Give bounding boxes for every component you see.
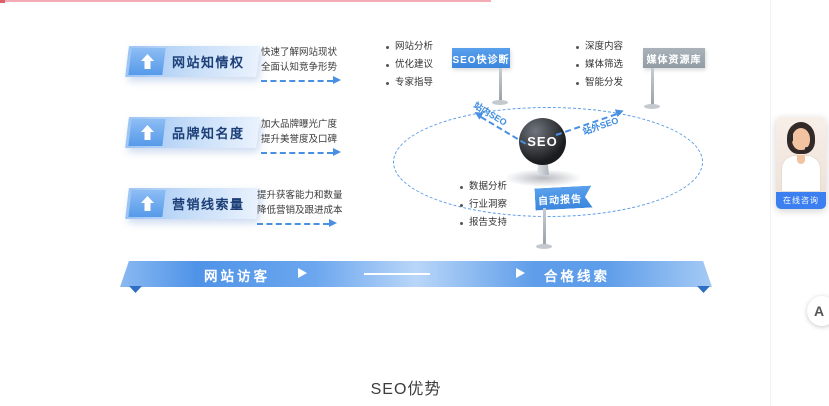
page-edge-divider bbox=[770, 0, 771, 406]
bullet-item: 行业洞察 bbox=[460, 196, 507, 214]
bullet-dot-icon bbox=[576, 45, 579, 49]
benefit-desc-line: 降低营销及跟进成本 bbox=[257, 205, 343, 216]
bullet-item: 媒体筛选 bbox=[576, 56, 623, 74]
bullet-item: 智能分发 bbox=[576, 74, 623, 92]
headset-icon bbox=[789, 133, 793, 142]
benefit-banner-brand-awareness: 品牌知名度 bbox=[125, 117, 260, 148]
bullet-item: 优化建议 bbox=[386, 56, 433, 74]
funnel-end-label: 合格线索 bbox=[544, 269, 610, 284]
benefit-desc-line: 快速了解网站现状 bbox=[261, 47, 338, 58]
report-bullet-list: 数据分析 行业洞察 报告支持 bbox=[460, 178, 507, 232]
bullet-dot-icon bbox=[386, 63, 389, 67]
flag-pole bbox=[651, 68, 654, 106]
bullet-dot-icon bbox=[460, 185, 463, 189]
diagnosis-bullet-list: 网站分析 优化建议 专家指导 bbox=[386, 38, 433, 92]
bullet-dot-icon bbox=[460, 221, 463, 225]
bullet-text: 智能分发 bbox=[585, 77, 624, 88]
agent-photo bbox=[776, 117, 826, 192]
up-arrow-icon bbox=[128, 48, 166, 75]
online-consult-button[interactable]: 在线咨询 bbox=[776, 192, 826, 209]
agent-collar bbox=[797, 155, 805, 164]
consult-widget: 在线咨询 bbox=[776, 117, 826, 209]
benefit-desc-line: 加大品牌曝光广度 bbox=[261, 119, 338, 130]
bullet-text: 网站分析 bbox=[395, 41, 434, 52]
bullet-item: 数据分析 bbox=[460, 178, 507, 196]
bullet-dot-icon bbox=[576, 63, 579, 67]
top-progress-bar bbox=[0, 0, 491, 2]
benefit-dashed-arrow-icon bbox=[257, 219, 337, 227]
bullet-item: 报告支持 bbox=[460, 214, 507, 232]
bullet-text: 优化建议 bbox=[395, 59, 434, 70]
bullet-dot-icon bbox=[460, 203, 463, 207]
float-assistant-label: A bbox=[814, 303, 825, 319]
benefit-dashed-arrow-icon bbox=[261, 76, 341, 84]
play-triangle-icon bbox=[516, 268, 525, 278]
benefit-title: 营销线索量 bbox=[172, 197, 245, 212]
benefit-banner-website-awareness: 网站知情权 bbox=[125, 46, 260, 77]
seo-sphere-label: SEO bbox=[527, 134, 558, 149]
play-triangle-icon bbox=[298, 268, 307, 278]
bullet-text: 专家指导 bbox=[395, 77, 434, 88]
benefit-title: 网站知情权 bbox=[172, 55, 245, 70]
funnel-start-label: 网站访客 bbox=[204, 269, 270, 284]
top-progress-bar-tip bbox=[0, 0, 5, 3]
flag-media-library: 媒体资源库 bbox=[643, 48, 705, 68]
section-title: SEO优势 bbox=[370, 381, 442, 398]
up-arrow-icon bbox=[128, 190, 166, 217]
benefit-desc-line: 全面认知竞争形势 bbox=[261, 62, 338, 73]
flag-pole-base bbox=[536, 244, 552, 249]
flag-pole bbox=[543, 208, 546, 246]
flag-pole bbox=[499, 68, 502, 102]
flag-seo-diagnosis: SEO快诊断 bbox=[452, 48, 510, 68]
flag-auto-report: 自动报告 bbox=[534, 186, 592, 211]
agent-face bbox=[792, 128, 810, 150]
benefit-description: 加大品牌曝光广度 提升美誉度及口碑 bbox=[261, 117, 337, 147]
bullet-dot-icon bbox=[386, 45, 389, 49]
bullet-item: 网站分析 bbox=[386, 38, 433, 56]
benefit-dashed-arrow-icon bbox=[261, 148, 341, 156]
benefit-description: 快速了解网站现状 全面认知竞争形势 bbox=[261, 45, 337, 75]
sphere-shadow bbox=[504, 169, 582, 187]
flag-pole-base bbox=[492, 100, 508, 105]
bullet-item: 深度内容 bbox=[576, 38, 623, 56]
benefit-desc-line: 提升美誉度及口碑 bbox=[261, 134, 338, 145]
diagram-dashed-ellipse bbox=[393, 107, 703, 217]
bullet-text: 报告支持 bbox=[469, 217, 508, 228]
ribbon-fold-right bbox=[697, 286, 710, 293]
float-assistant-button[interactable]: A bbox=[807, 296, 829, 326]
benefit-description: 提升获客能力和数量 降低营销及跟进成本 bbox=[257, 188, 343, 218]
seo-sphere: SEO bbox=[519, 118, 566, 165]
benefit-banner-marketing-leads: 营销线索量 bbox=[125, 188, 260, 219]
funnel-ribbon: 网站访客 合格线索 bbox=[120, 261, 712, 287]
bullet-text: 数据分析 bbox=[469, 181, 508, 192]
microphone-icon bbox=[805, 147, 811, 150]
benefit-title: 品牌知名度 bbox=[172, 126, 245, 141]
bullet-text: 媒体筛选 bbox=[585, 59, 624, 70]
bullet-item: 专家指导 bbox=[386, 74, 433, 92]
funnel-line bbox=[364, 273, 430, 275]
bullet-text: 深度内容 bbox=[585, 41, 624, 52]
ribbon-fold-left bbox=[129, 286, 142, 293]
bullet-text: 行业洞察 bbox=[469, 199, 508, 210]
flag-pole-base bbox=[644, 104, 660, 109]
benefit-desc-line: 提升获客能力和数量 bbox=[257, 190, 343, 201]
bullet-dot-icon bbox=[576, 81, 579, 85]
media-bullet-list: 深度内容 媒体筛选 智能分发 bbox=[576, 38, 623, 92]
bullet-dot-icon bbox=[386, 81, 389, 85]
up-arrow-icon bbox=[128, 119, 166, 146]
